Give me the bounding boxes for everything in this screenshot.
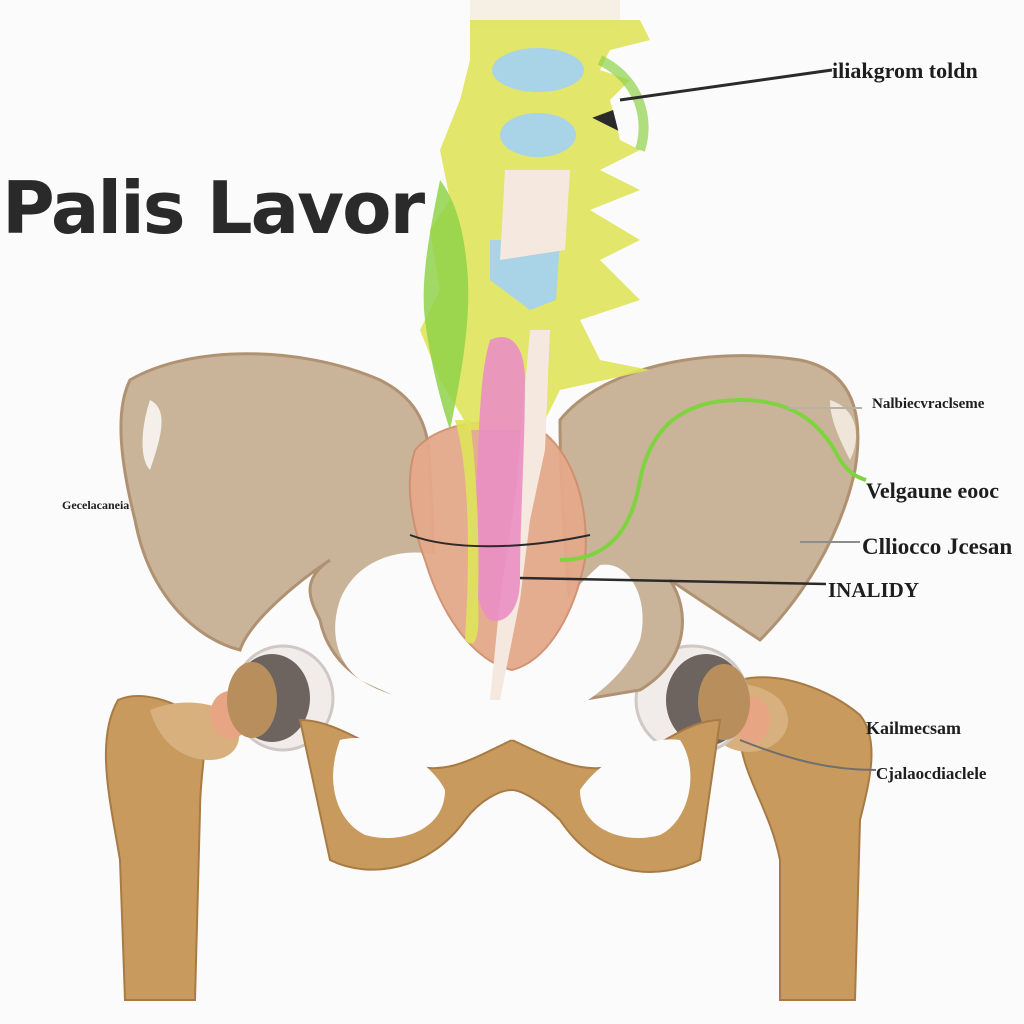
- disc-2: [500, 113, 576, 157]
- label-right-5: Kailmecsam: [866, 718, 961, 738]
- right-ilium-highlight: [830, 400, 856, 460]
- label-left-1: Gecelacaneia: [62, 498, 130, 512]
- label-right-2: Velgaune eooc: [866, 478, 1000, 503]
- label-right-1: Nalbiecvraclseme: [872, 396, 985, 412]
- right-obturator: [580, 739, 691, 838]
- leader-lines: [409, 68, 877, 771]
- disc-1: [492, 48, 584, 92]
- nerve-line: [559, 397, 867, 562]
- lumbar-spine: [420, 0, 650, 700]
- label-right-3: Clliocco Jcesan: [862, 534, 1013, 559]
- left-obturator: [333, 738, 445, 838]
- label-right-4: INALIDY: [828, 578, 920, 602]
- psoas-muscle: [473, 336, 525, 621]
- diagram-title: Palis Lavor: [2, 166, 425, 250]
- pelvic-inlet: [335, 552, 643, 740]
- left-ilium-highlight: [142, 400, 162, 470]
- label-top-right: iliakgrom toldn: [832, 58, 978, 83]
- label-right-6: Cjalaocdiaclele: [876, 764, 987, 783]
- sacral-yellow-band: [455, 420, 479, 644]
- left-femur: [104, 691, 250, 1001]
